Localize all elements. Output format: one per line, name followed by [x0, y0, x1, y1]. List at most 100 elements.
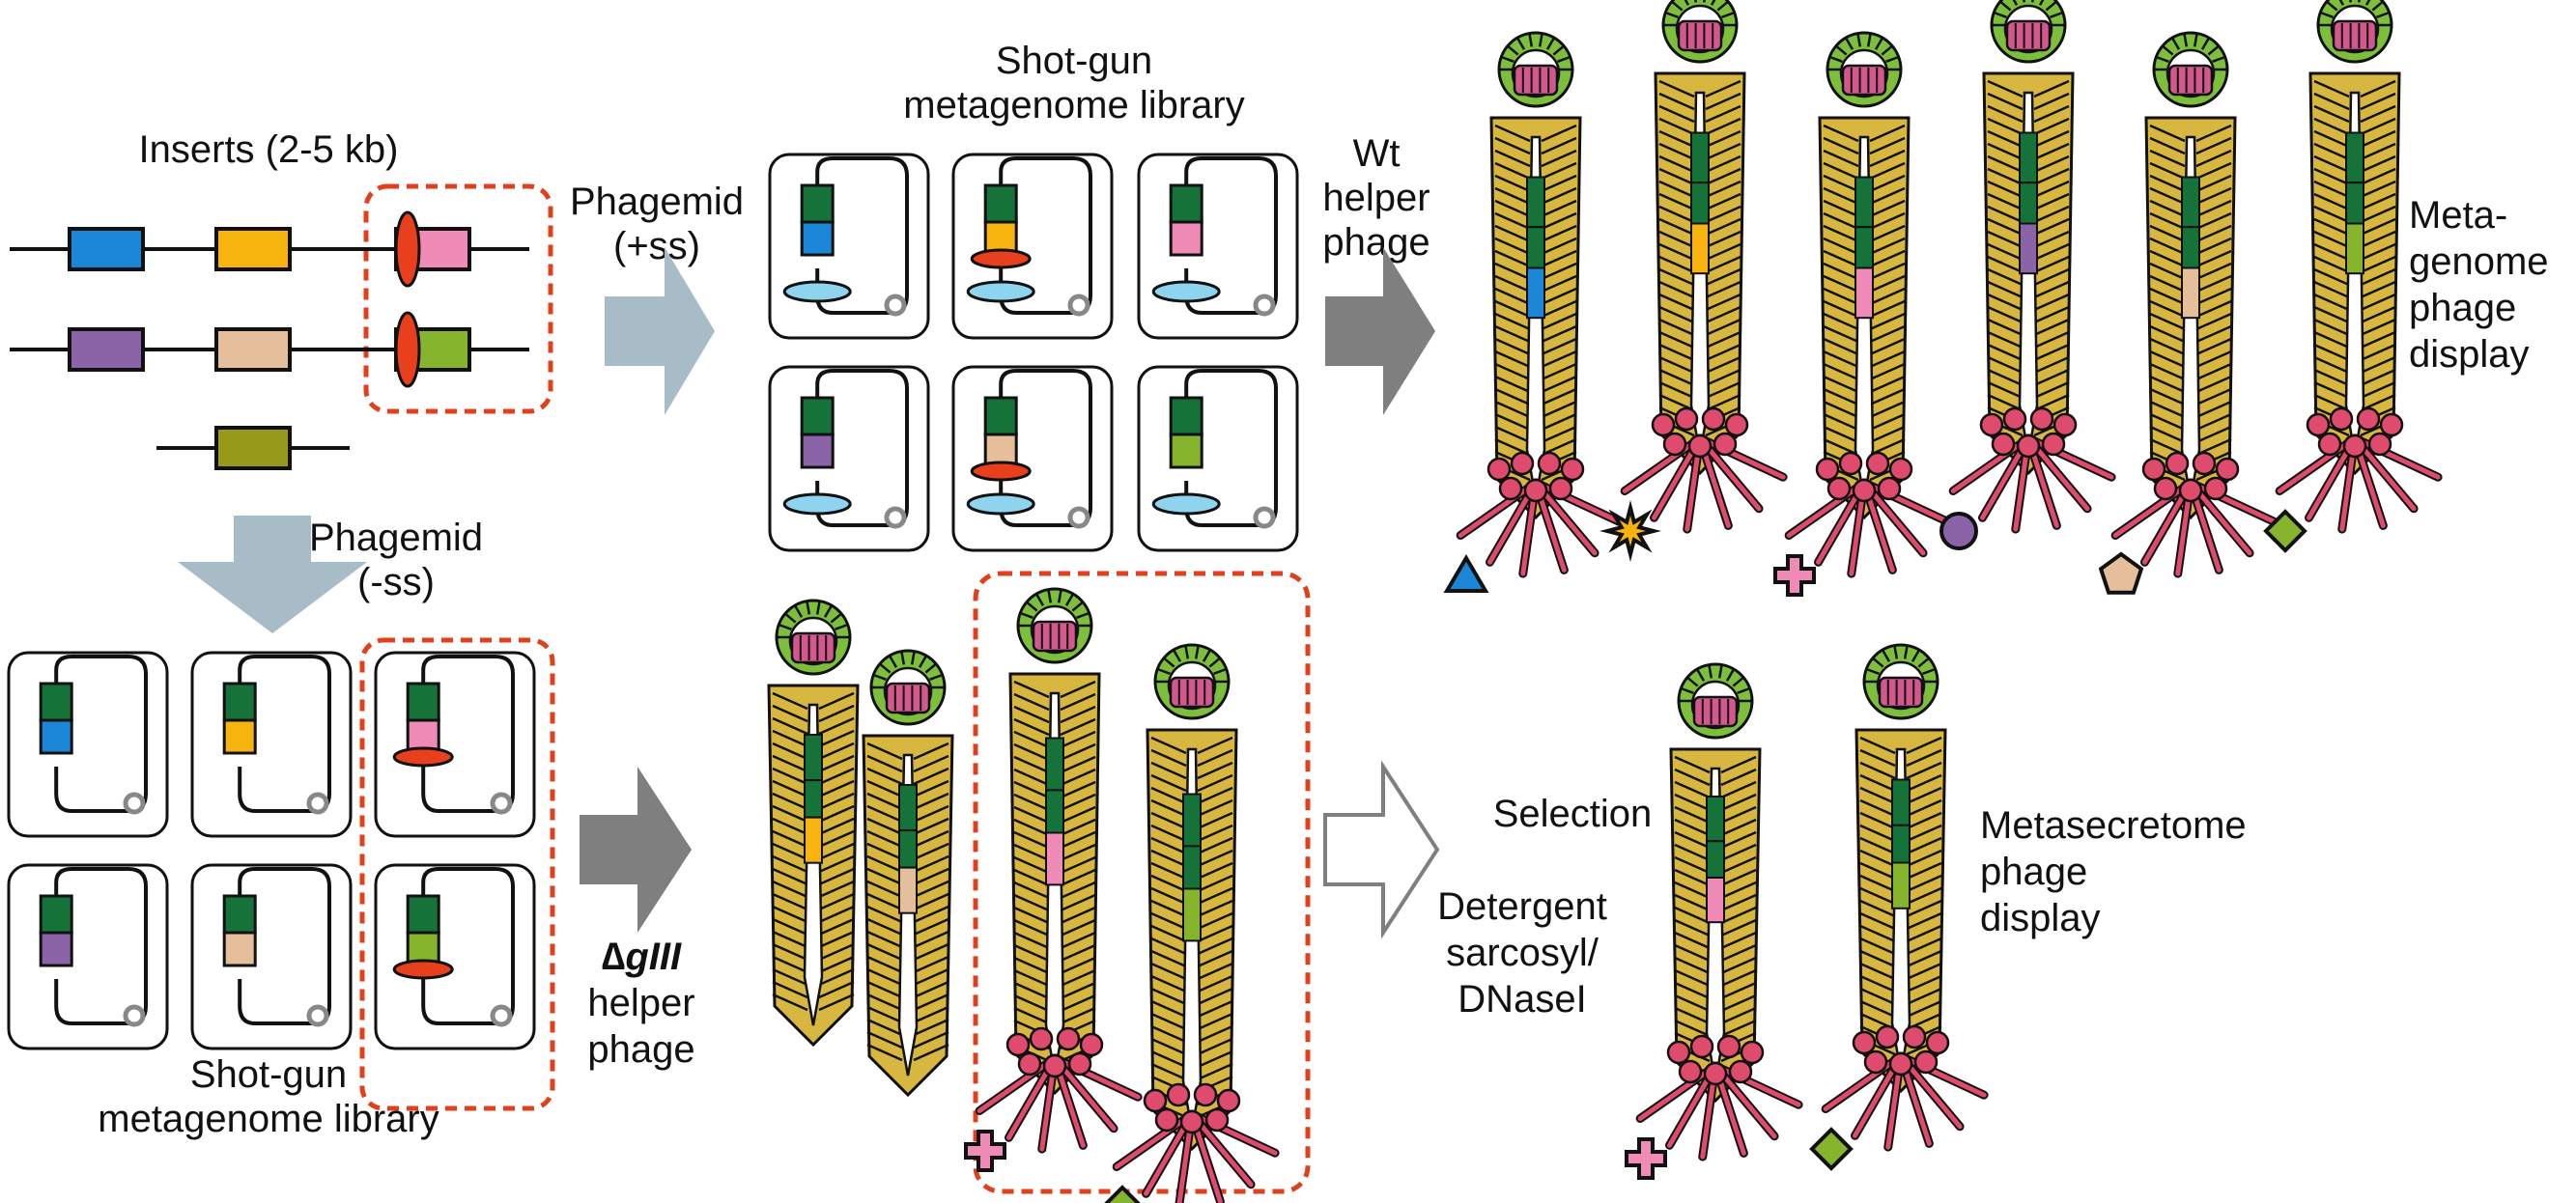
body-stripe	[772, 842, 808, 861]
gene-iii-segment	[1891, 824, 1911, 864]
capsid-facet	[1026, 601, 1038, 612]
body-stripe	[1720, 843, 1757, 862]
arrow-phagemid-minus	[178, 516, 367, 633]
body-stripe	[1720, 968, 1757, 988]
portal-protein	[1513, 64, 1559, 97]
body-stripe	[2313, 230, 2350, 249]
body-stripe	[1720, 981, 1757, 1000]
insert-box	[68, 327, 145, 372]
body-stripe	[1823, 124, 1859, 143]
body-stripe	[1013, 705, 1050, 724]
body-stripe	[1013, 730, 1050, 749]
tail-fiber	[1823, 1053, 1904, 1111]
capsid-facet	[2155, 55, 2169, 63]
body-stripe	[1674, 755, 1711, 774]
body-stripe	[818, 817, 855, 836]
body-stripe	[1823, 287, 1859, 306]
tail-fiber	[2277, 435, 2358, 493]
body-stripe	[1906, 974, 1942, 993]
body-stripe	[1150, 1049, 1187, 1069]
body-stripe	[1674, 893, 1711, 912]
insert-segment	[39, 931, 73, 967]
body-stripe	[1494, 149, 1531, 168]
gene-iii-segment	[898, 829, 918, 869]
body-stripe	[1197, 748, 1233, 768]
body-stripe	[1013, 918, 1050, 937]
body-stripe	[1987, 117, 2024, 136]
ori-marker	[884, 506, 907, 529]
capsid-facet	[1047, 589, 1053, 603]
ori-marker	[884, 294, 907, 317]
capsid-facet	[1671, 0, 1684, 12]
body-stripe	[1494, 186, 1531, 206]
arrow-phagemid-plus	[605, 247, 715, 415]
body-stripe	[818, 930, 855, 949]
body-stripe	[2195, 425, 2232, 444]
body-stripe	[2360, 305, 2396, 324]
body-stripe	[818, 967, 855, 987]
body-stripe	[1674, 768, 1711, 787]
body-stripe	[913, 792, 949, 811]
body-stripe	[1060, 868, 1096, 887]
phage-particle	[1939, 0, 2116, 550]
body-stripe	[1197, 824, 1233, 843]
body-stripe	[1150, 1012, 1187, 1031]
capsid-facet	[1680, 686, 1694, 694]
capsid-facet	[2030, 0, 2034, 3]
body-stripe	[1060, 818, 1096, 837]
body-stripe	[1658, 230, 1695, 249]
body-stripe	[1197, 899, 1233, 918]
signal-peptide-marker	[394, 210, 421, 288]
body-stripe	[2033, 355, 2070, 375]
capsid-facet	[1717, 664, 1723, 679]
body-stripe	[2360, 117, 2396, 136]
body-stripe	[1720, 768, 1757, 787]
capsid-facet	[888, 655, 898, 668]
body-stripe	[1987, 380, 2024, 400]
body-stripe	[2195, 375, 2232, 394]
capsid-facet	[924, 662, 937, 674]
capsid-facet	[815, 601, 821, 615]
body-stripe	[2360, 167, 2396, 186]
body-stripe	[1658, 343, 1695, 362]
body-stripe	[2033, 180, 2070, 199]
gene-iii-segment	[1706, 796, 1725, 843]
body-stripe	[1494, 412, 1531, 432]
body-stripe	[1658, 293, 1695, 312]
body-stripe	[2195, 387, 2232, 406]
body-stripe	[2149, 237, 2186, 256]
body-stripe	[772, 754, 808, 773]
body-stripe	[1869, 312, 1906, 331]
body-stripe	[1705, 154, 1741, 174]
baseplate-knob	[1728, 1059, 1753, 1084]
body-stripe	[818, 905, 855, 924]
body-stripe	[2313, 79, 2350, 98]
body-stripe	[913, 867, 949, 886]
body-stripe	[2149, 350, 2186, 369]
insert-segment	[222, 718, 257, 755]
gene-iii-segment	[1690, 182, 1710, 225]
body-stripe	[772, 829, 808, 849]
capsid-facet	[1552, 44, 1565, 56]
gene-iii-segment	[800, 183, 835, 224]
capsid-facet	[879, 662, 892, 674]
body-stripe	[1720, 805, 1757, 825]
body-stripe	[772, 880, 808, 899]
marker-triangle	[1443, 554, 1489, 593]
body-stripe	[1869, 350, 1906, 369]
body-stripe	[2033, 380, 2070, 400]
body-stripe	[1823, 362, 1859, 381]
baseplate-knob	[1865, 451, 1890, 476]
capsid-facet	[1064, 593, 1075, 606]
body-stripe	[1150, 1062, 1187, 1081]
baseplate-knob	[2317, 432, 2342, 457]
body-stripe	[1013, 1006, 1050, 1025]
body-stripe	[1658, 330, 1695, 350]
baseplate-knob	[2203, 476, 2228, 501]
body-stripe	[2033, 192, 2070, 211]
meta-display-label-3: phage	[2409, 287, 2516, 329]
baseplate-knob	[2306, 412, 2331, 437]
portal-protein	[1169, 676, 1215, 709]
gene-iii-segment	[1854, 176, 1874, 229]
tail-fiber	[1637, 1063, 1718, 1121]
